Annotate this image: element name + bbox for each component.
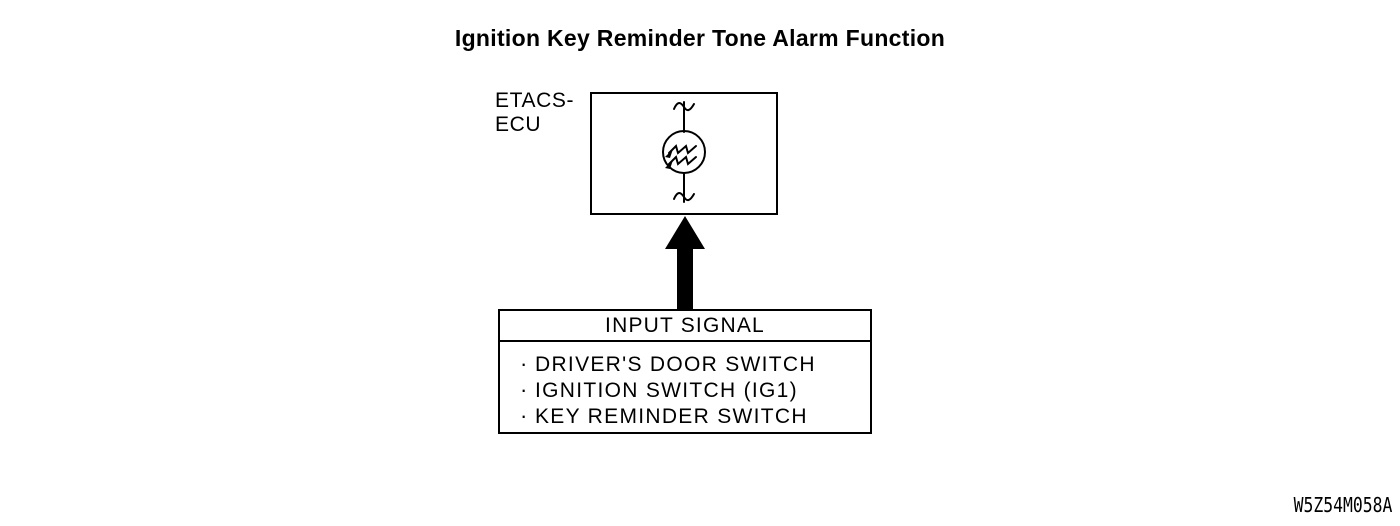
etacs-ecu-label-line2: ECU	[495, 113, 542, 136]
up-arrow-icon	[665, 216, 705, 311]
figure-code: W5Z54M058A	[1293, 493, 1392, 517]
tone-alarm-buzzer-icon	[662, 101, 706, 203]
etacs-ecu-label: ETACS- ECU	[495, 89, 574, 137]
bullet-glyph: ·	[520, 403, 529, 428]
input-signal-box: INPUT SIGNAL · DRIVER'S DOOR SWITCH · IG…	[498, 309, 872, 434]
bullet-glyph: ·	[520, 351, 529, 376]
list-item-label: KEY REMINDER SWITCH	[535, 405, 808, 428]
diagram-title: Ignition Key Reminder Tone Alarm Functio…	[454, 25, 946, 51]
input-signal-list: · DRIVER'S DOOR SWITCH · IGNITION SWITCH…	[500, 342, 870, 429]
list-item-label: IGNITION SWITCH (IG1)	[535, 379, 798, 402]
bullet-glyph: ·	[520, 377, 529, 402]
list-item: · IGNITION SWITCH (IG1)	[520, 377, 870, 403]
list-item-label: DRIVER'S DOOR SWITCH	[535, 353, 816, 376]
etacs-ecu-box	[590, 92, 778, 215]
list-item: · KEY REMINDER SWITCH	[520, 403, 870, 429]
etacs-ecu-label-line1: ETACS-	[495, 89, 575, 112]
list-item: · DRIVER'S DOOR SWITCH	[520, 351, 870, 377]
input-signal-header: INPUT SIGNAL	[500, 311, 870, 342]
